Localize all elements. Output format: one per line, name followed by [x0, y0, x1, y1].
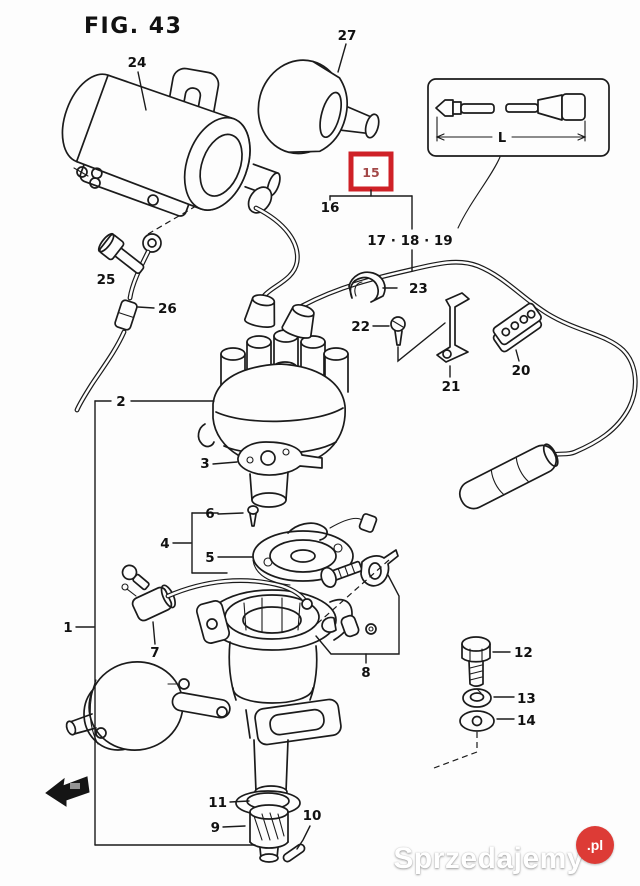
- cord-set-bracket: [329, 189, 413, 272]
- callout-13: 13: [517, 691, 536, 707]
- bolt-12-drawing: [461, 636, 491, 688]
- callout-27: 27: [338, 28, 357, 44]
- condenser-drawing: [121, 578, 313, 622]
- front-direction-arrow-icon: [45, 776, 90, 807]
- callout-22: 22: [351, 319, 370, 335]
- callout-7: 7: [150, 645, 159, 661]
- clamp-23-drawing: [348, 271, 386, 303]
- callout-labels: 24 27 16 17 · 18 · 19 23 22 21 20 25 26 …: [63, 28, 536, 836]
- callout-12: 12: [514, 645, 533, 661]
- cap-wire-boots: [243, 294, 315, 339]
- inset-length-label: L: [498, 131, 506, 146]
- callout-17-18-19: 17 · 18 · 19: [367, 233, 452, 249]
- cord-length-inset: L: [427, 78, 610, 229]
- breaker-plate-drawing: [252, 513, 378, 586]
- callout-11: 11: [208, 795, 227, 811]
- callout-3: 3: [200, 456, 209, 472]
- watermark-suffix: .pl: [586, 837, 604, 853]
- bolt-25-drawing: [97, 205, 197, 275]
- leader-lines: [137, 43, 520, 850]
- assembly-bracket-lines: [75, 400, 256, 846]
- vacuum-advance-drawing: [65, 661, 231, 751]
- screw-22-drawing: [390, 316, 446, 363]
- pin-10-drawing: [282, 843, 306, 863]
- callout-25: 25: [97, 272, 116, 288]
- plug-wire-long: [299, 259, 638, 459]
- callout-21: 21: [442, 379, 461, 395]
- callout-1: 1: [63, 620, 72, 636]
- watermark-pl-badge: .pl: [576, 826, 614, 864]
- distributor-cap-drawing: [197, 329, 349, 468]
- ignition-coil-drawing: [61, 67, 281, 217]
- callout-2: 2: [116, 394, 125, 410]
- figure-title: FIG. 43: [84, 14, 182, 39]
- rotor-drawing: [237, 441, 323, 508]
- drive-gear-drawing: [249, 804, 289, 863]
- coil-to-cap-wire: [253, 205, 300, 299]
- callout-10: 10: [303, 808, 322, 824]
- callout-15: 15: [362, 165, 379, 180]
- spark-plug-boot-drawing: [458, 443, 559, 510]
- highlight-box-15: 15: [348, 151, 394, 192]
- washer-14-drawing: [433, 710, 495, 769]
- cord-separator-drawing: [492, 302, 543, 353]
- terminal-set-drawing: [309, 549, 400, 664]
- ground-lead-drawing: [74, 233, 162, 413]
- bracket-21-drawing: [436, 292, 470, 363]
- callout-5: 5: [205, 550, 214, 566]
- callout-8: 8: [361, 665, 370, 681]
- inset-leader-line: [457, 156, 501, 229]
- cord-inset-drawing: L: [435, 93, 587, 146]
- callout-4: 4: [160, 536, 169, 552]
- callout-16: 16: [321, 200, 340, 216]
- callout-20: 20: [512, 363, 531, 379]
- callout-9: 9: [211, 820, 220, 836]
- coil-boot-drawing: [257, 59, 380, 155]
- callout-6: 6: [205, 506, 214, 522]
- lock-washer-13-drawing: [462, 688, 492, 708]
- highlight-red-box: [348, 151, 394, 192]
- screw-6-drawing: [247, 505, 259, 527]
- watermark-brand: Sprzedajemy: [393, 842, 584, 875]
- screw-above-condenser: [121, 564, 150, 591]
- callout-26: 26: [158, 301, 177, 317]
- callout-23: 23: [409, 281, 428, 297]
- callout-14: 14: [517, 713, 536, 729]
- callout-24: 24: [128, 55, 147, 71]
- housing-drawing: [195, 589, 353, 799]
